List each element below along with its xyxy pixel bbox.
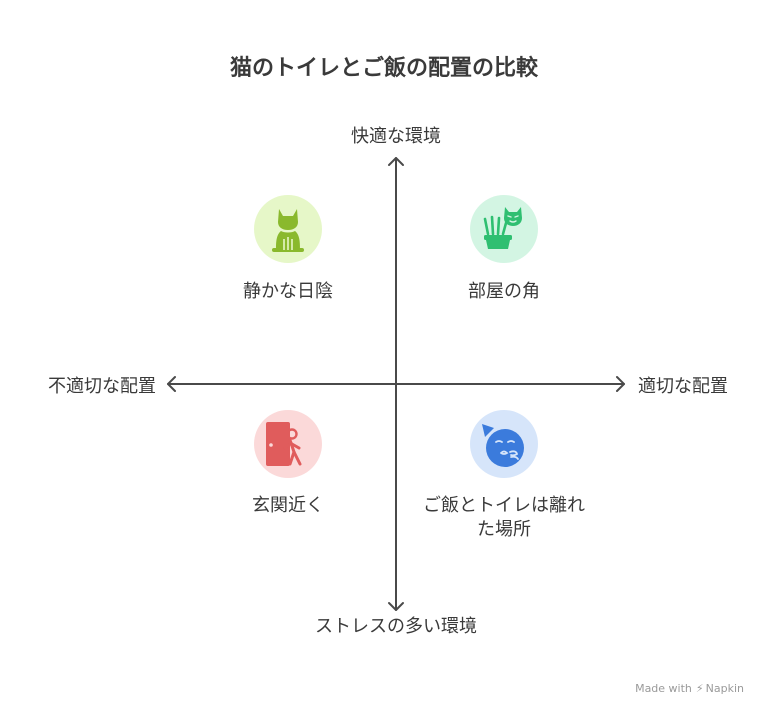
quadrant-bottom-left-badge — [254, 410, 322, 478]
quadrant-top-left-label: 静かな日陰 — [243, 281, 333, 302]
cat-litter-box-icon — [483, 207, 522, 249]
axis-label-right: 適切な配置 — [638, 376, 728, 397]
made-with-napkin-watermark: Made with⚡Napkin — [635, 682, 744, 695]
quadrant-bottom-right-badge — [470, 410, 538, 478]
arrow-right-icon — [616, 376, 625, 392]
quadrant-bottom-right-label: ご飯とトイレは離れた場所 — [423, 495, 585, 540]
party-face-icon — [482, 424, 524, 467]
quadrant-top-left-badge — [254, 195, 322, 263]
diagram-title: 猫のトイレとご飯の配置の比較 — [229, 56, 538, 81]
axis-label-top: 快適な環境 — [351, 126, 441, 147]
quadrant-top-right-label: 部屋の角 — [468, 281, 540, 302]
quadrant-top-right-badge — [470, 195, 538, 263]
arrow-up-icon — [388, 157, 404, 166]
watermark-prefix: Made with — [635, 682, 692, 695]
person-door-icon — [266, 422, 302, 466]
axis-label-left: 不適切な配置 — [48, 376, 156, 397]
watermark-brand: Napkin — [705, 682, 744, 695]
arrow-left-icon — [167, 376, 176, 392]
arrow-down-icon — [388, 602, 404, 611]
sitting-cat-icon — [272, 209, 304, 252]
axis-label-bottom: ストレスの多い環境 — [315, 616, 477, 637]
quadrant-bottom-left-label: 玄関近く — [252, 495, 324, 516]
napkin-logo-icon: ⚡ — [695, 682, 704, 695]
